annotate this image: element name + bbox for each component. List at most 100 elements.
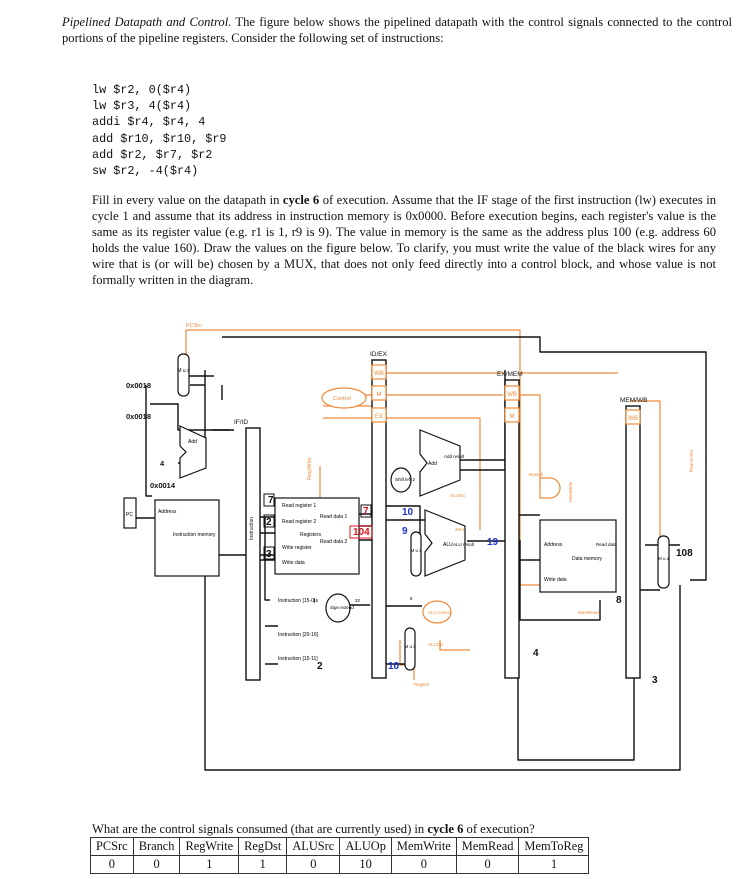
table-cell: 1	[179, 855, 240, 874]
code-line: lw $r3, 4($r4)	[92, 99, 192, 114]
intro-paragraph: Pipelined Datapath and Control. The figu…	[62, 14, 732, 46]
wdata-label: Write data	[282, 560, 305, 566]
value-write-reg: 3	[266, 549, 272, 560]
table-header: RegWrite	[179, 837, 240, 856]
table-header: MemWrite	[390, 837, 457, 856]
rd2-label: Read data 2	[320, 539, 347, 545]
value-alu-input-a: 10	[402, 507, 414, 518]
code-line: lw $r2, 0($r4)	[92, 83, 192, 97]
value-alu-result: 19	[487, 537, 499, 548]
rr2-label: Read register 2	[282, 519, 316, 525]
mem-wb-register	[625, 405, 641, 679]
table-header: Branch	[132, 837, 181, 856]
control-label: Control	[333, 396, 351, 402]
regdst-label: RegDst	[414, 682, 430, 687]
value-pc-plus4: 0x0018	[126, 412, 151, 421]
instruction-list: lw $r2, 0($r4) lw $r3, 4($r4) addi $r4, …	[92, 82, 227, 179]
instr-15-0-label: Instruction [15-0]	[278, 598, 316, 604]
memwrite-label: MemWrite	[568, 481, 573, 502]
svg-text:M u x: M u x	[410, 548, 422, 553]
table-header-row: PCSrc Branch RegWrite RegDst ALUSrc ALUO…	[90, 837, 590, 856]
exmem-wb-label: WB	[507, 392, 517, 398]
table-header: ALUSrc	[286, 837, 341, 856]
control-unit	[321, 387, 367, 409]
question-text: What are the control signals consumed (t…	[92, 822, 535, 836]
table-cell: 10	[339, 855, 392, 874]
alusrc-label: ALUSrc	[450, 493, 466, 498]
value-alu-input-b: 9	[402, 526, 408, 537]
alusrc-mux	[410, 531, 422, 577]
ex-mem-label: EX/MEM	[497, 371, 523, 378]
memtoreg-label: MemtoReg	[689, 450, 694, 473]
alu-control-label: ALU control	[428, 610, 452, 615]
alu-control	[422, 600, 452, 624]
branch-adder	[419, 429, 461, 497]
intro-text: The figure below shows the pipelined dat…	[62, 15, 733, 45]
value-wb-dest: 8	[616, 595, 622, 606]
aluop-label: ALUOp	[428, 642, 443, 647]
branch-add-label: Add	[428, 461, 437, 467]
rd1-label: Read data 1	[320, 514, 347, 520]
value-pc-mux-out: 0x0018	[126, 381, 151, 390]
pipeline-registers	[245, 359, 641, 681]
alu	[424, 509, 466, 577]
regwrite-label: RegWrite	[307, 457, 313, 480]
value-read-data2: 104	[353, 527, 370, 538]
branch-and-gate	[539, 477, 561, 499]
dm-read-data-label: Read data	[596, 542, 617, 547]
wreg-label: Write register	[282, 545, 312, 551]
n32-label: 32	[355, 598, 361, 603]
svg-text:M u x: M u x	[177, 368, 190, 374]
sign-extend-label: Sign extend	[330, 605, 354, 610]
im-label: Instruction memory	[173, 532, 216, 538]
dm-label: Data memory	[572, 556, 603, 562]
exmem-m-label: M	[510, 414, 515, 420]
table-row: 0 0 1 1 0 10 0 0 1	[90, 855, 590, 874]
table-cell: 0	[90, 855, 134, 874]
value-rs: 7	[268, 495, 274, 506]
register-file	[274, 497, 360, 575]
code-line: add $r10, $r10, $r9	[92, 131, 227, 146]
adder-label: Add	[188, 439, 197, 445]
value-pc: 0x0014	[150, 481, 176, 490]
cycle-highlight: cycle 6	[282, 193, 320, 207]
control-signals-table: PCSrc Branch RegWrite RegDst ALUSrc ALUO…	[90, 837, 590, 874]
pc-mux: M u x	[177, 353, 190, 397]
svg-text:M u x: M u x	[658, 556, 670, 561]
dm-write-data-label: Write data	[544, 577, 567, 583]
idex-wb-label: WB	[374, 371, 384, 377]
dm-address-label: Address	[544, 542, 563, 548]
add-result-label: Add result	[444, 454, 465, 459]
pc-label: PC	[126, 512, 133, 518]
value-mem-addr: 4	[533, 648, 539, 659]
ex-mem-register	[504, 379, 520, 679]
value-four: 4	[160, 459, 165, 468]
table-header: PCSrc	[90, 837, 134, 856]
table-cell: 0	[286, 855, 341, 874]
value-wb-data: 108	[676, 548, 693, 559]
instr-20-16-label: Instruction [20-16]	[278, 632, 319, 638]
instructions-paragraph: Fill in every value on the datapath in c…	[92, 193, 717, 287]
value-rt: 2	[266, 517, 272, 528]
mem-wb-label: MEM/WB	[620, 397, 647, 404]
memread-label: MemRead	[578, 610, 599, 615]
regdst-mux	[404, 627, 416, 671]
shift-label: Shift left 2	[395, 477, 416, 482]
value-wb-sel: 3	[652, 675, 658, 686]
idex-ex-label: EX	[375, 414, 383, 420]
table-header: RegDst	[238, 837, 288, 856]
value-instr-15-11: 2	[317, 661, 323, 672]
alu-label: ALU	[443, 542, 453, 548]
if-id-register	[245, 427, 261, 681]
value-read-data1: 7	[363, 506, 369, 517]
table-header: MemToReg	[518, 837, 590, 856]
id-ex-register	[371, 359, 387, 679]
im-address-label: Address	[158, 509, 177, 515]
branch-label: Branch	[529, 472, 544, 477]
svg-text:M u x: M u x	[404, 644, 416, 649]
intro-title: Pipelined Datapath and Control.	[62, 15, 232, 29]
rr1-label: Read register 1	[282, 503, 316, 509]
table-header: ALUOp	[339, 837, 392, 856]
instruction-memory	[154, 499, 220, 577]
